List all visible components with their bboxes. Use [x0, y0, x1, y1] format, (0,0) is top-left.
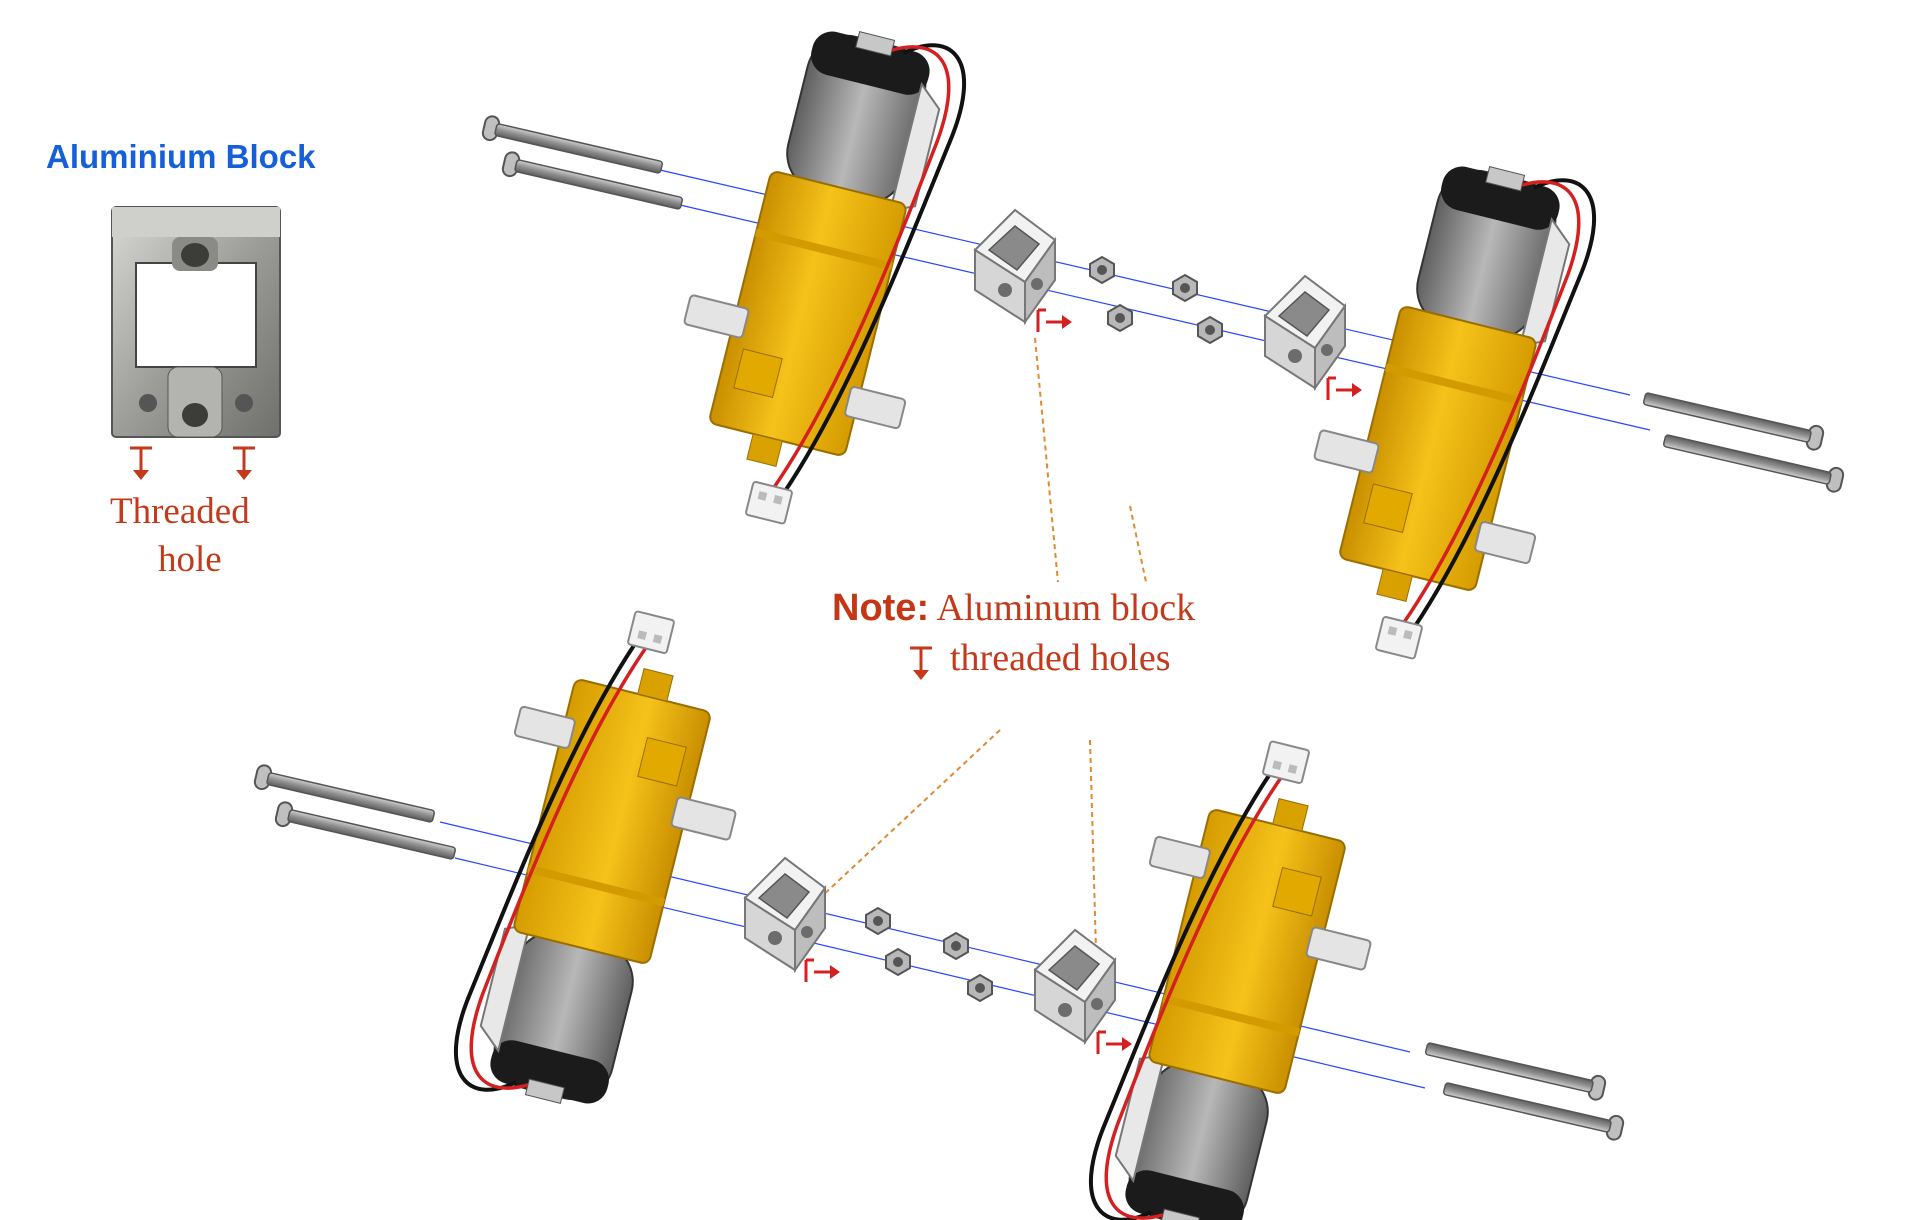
motor-assembly-top-right — [1172, 135, 1846, 683]
threaded-hole-label-line2: hole — [158, 539, 222, 580]
note-text-line2: threaded holes — [950, 637, 1171, 679]
threaded-hole-symbol-icon — [231, 446, 257, 482]
note-label: Note: Aluminum block — [832, 586, 1195, 630]
threaded-hole-symbol-icon — [128, 446, 154, 482]
aluminium-block-title: Aluminium Block — [46, 138, 316, 175]
motor-assembly-bottom-left — [252, 587, 911, 1135]
aluminium-block-image — [111, 206, 281, 438]
motor-assembly-bottom-right — [943, 717, 1626, 1220]
threaded-hole-symbol-icon — [908, 646, 934, 682]
threaded-hole-label-line1: Threaded — [110, 491, 250, 532]
motor-assembly-top-left — [480, 0, 1133, 548]
note-leader-lines — [819, 337, 1147, 951]
note-text-line1: Aluminum block — [936, 587, 1196, 629]
note-key: Note: — [832, 587, 930, 629]
